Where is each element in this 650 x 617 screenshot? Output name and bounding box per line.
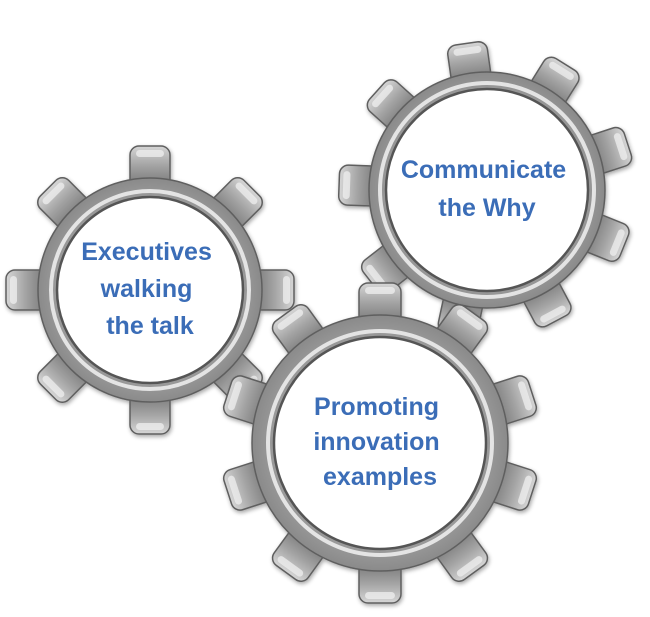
gear-promoting-tooth-highlight — [517, 381, 533, 411]
gear-communicate-tooth-highlight — [549, 61, 574, 80]
gear-promoting-hub — [272, 335, 488, 551]
gear-executives-tooth-highlight — [42, 375, 65, 398]
gear-promoting-line-3: examples — [323, 463, 437, 491]
gear-communicate-tooth-highlight — [372, 84, 394, 108]
gear-executives-tooth-highlight — [10, 276, 17, 304]
gear-executives-line-3: the talk — [106, 312, 194, 340]
gear-communicate-tooth-highlight — [613, 133, 628, 161]
gear-executives-tooth-highlight — [136, 150, 164, 157]
gear-executives-tooth-highlight — [283, 276, 290, 304]
gear-promoting-tooth-highlight — [365, 287, 395, 294]
gear-communicate-line-1: Communicate — [401, 156, 566, 184]
gear-promoting-tooth-highlight — [456, 556, 483, 577]
gear-executives-tooth-highlight — [42, 182, 65, 205]
gear-communicate-hub — [384, 87, 590, 293]
gear-executives-line-1: Executives — [81, 238, 212, 266]
gear-promoting-tooth-highlight — [456, 309, 483, 330]
gear-executives-tooth-highlight — [235, 182, 258, 205]
gear-executives-tooth-highlight — [136, 423, 164, 430]
gear-promoting-tooth-highlight — [277, 309, 304, 330]
gear-promoting-tooth-highlight — [277, 556, 304, 577]
gear-communicate-label: Communicate the Why — [401, 156, 573, 222]
gear-communicate-tooth-highlight — [540, 305, 566, 323]
gear-executives-ring-highlight — [49, 189, 251, 391]
gear-executives: Executives walking the talk — [5, 145, 295, 435]
gear-promoting-ring-highlight — [266, 329, 494, 557]
gear-executives-line-2: walking — [100, 275, 193, 303]
gear-executives-label: Executives walking the talk — [81, 238, 219, 340]
gear-communicate-tooth-highlight — [609, 229, 625, 256]
gear-promoting-tooth-highlight — [227, 381, 243, 411]
gear-promoting: Promoting innovation examples — [222, 282, 538, 604]
gear-promoting-tooth-highlight — [517, 475, 533, 505]
gear-executives-hub — [55, 195, 245, 385]
gear-communicate-tooth-highlight — [342, 171, 351, 200]
gear-promoting-tooth-highlight — [227, 475, 243, 505]
gear-promoting-line-1: Promoting — [314, 393, 439, 421]
gear-communicate-ring-highlight — [378, 81, 596, 299]
gear-communicate: Communicate the Why — [337, 41, 633, 338]
gear-communicate-line-2: the Why — [438, 194, 535, 222]
gear-communicate-tooth-highlight — [453, 45, 482, 56]
gear-promoting-tooth-highlight — [365, 592, 395, 599]
gear-promoting-line-2: innovation — [313, 428, 439, 456]
gear-promoting-label: Promoting innovation examples — [313, 393, 446, 491]
